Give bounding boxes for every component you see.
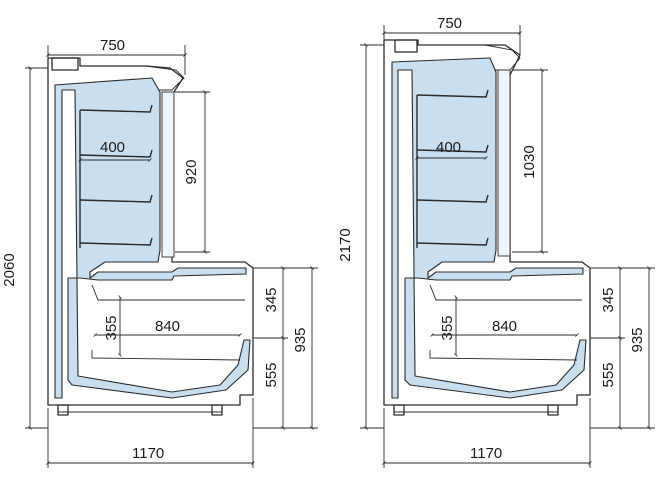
glass-door	[497, 69, 511, 257]
control-box	[51, 57, 79, 71]
dim-front-upper: 345	[263, 287, 280, 312]
cabinet-drawing-left: 750 2060 920 400 355 840 345 555 935 117…	[1, 37, 318, 468]
glass-door	[161, 91, 175, 258]
dim-total-height: 2170	[337, 228, 354, 261]
foot	[211, 404, 223, 416]
well-floor	[429, 350, 578, 361]
dimension-lines	[25, 45, 318, 468]
well-floor	[91, 350, 241, 361]
dim-front-lower: 555	[263, 362, 280, 387]
shelves	[79, 104, 153, 248]
dim-front-total: 935	[629, 327, 646, 352]
dim-well-depth: 840	[492, 318, 517, 335]
cabinet-drawing-right: 750 2170 1030 400 355 840 345 555 935 11…	[337, 15, 655, 468]
dimension-lines	[360, 25, 655, 468]
dim-front-upper: 345	[600, 287, 617, 312]
foot	[393, 404, 405, 416]
shelves	[416, 89, 489, 248]
dim-shelf-depth: 400	[436, 139, 461, 156]
dim-base-depth: 1170	[132, 445, 164, 462]
cabinet-shell	[383, 39, 591, 406]
insulation-body	[391, 57, 587, 399]
dim-front-lower: 555	[600, 362, 617, 387]
dim-well-depth: 840	[155, 318, 180, 335]
control-box	[394, 39, 418, 53]
foot	[547, 404, 559, 416]
dim-shelf-depth: 400	[100, 139, 125, 156]
dim-front-total: 935	[292, 327, 309, 352]
insulation-body	[54, 77, 251, 399]
foot	[57, 404, 69, 416]
dim-upper-opening: 1030	[521, 145, 538, 178]
well-line	[429, 284, 582, 301]
dim-lower-opening: 355	[103, 315, 120, 340]
dim-top-depth: 750	[100, 37, 125, 54]
dim-lower-opening: 355	[439, 315, 456, 340]
dim-top-depth: 750	[437, 15, 462, 32]
dim-upper-opening: 920	[183, 159, 200, 184]
well-line	[91, 284, 245, 301]
dim-total-height: 2060	[1, 253, 18, 286]
dim-base-depth: 1170	[470, 445, 502, 462]
